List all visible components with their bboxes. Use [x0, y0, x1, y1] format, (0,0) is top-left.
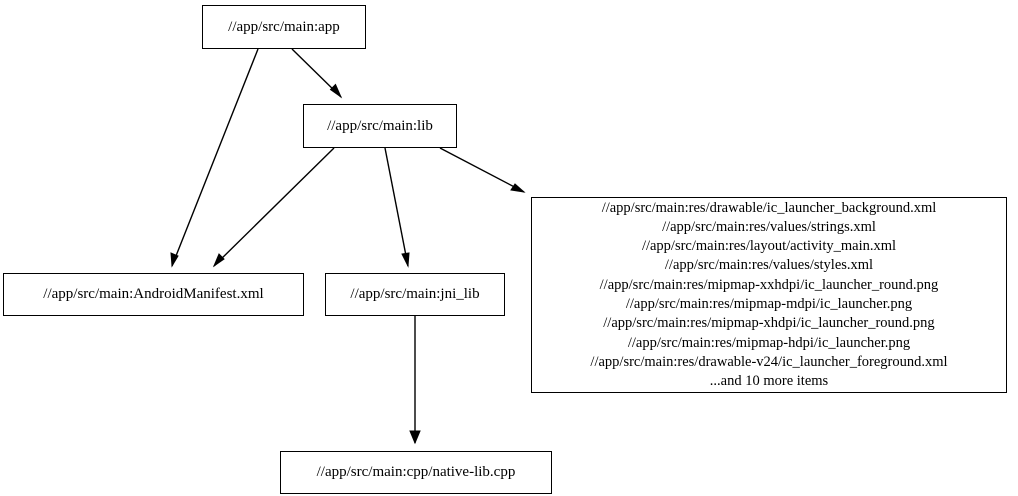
graph-edge-arrowhead: [170, 252, 179, 268]
graph-node-res-group[interactable]: //app/src/main:res/drawable/ic_launcher_…: [531, 197, 1007, 393]
graph-node-label: //app/src/main:lib: [327, 117, 433, 134]
graph-edge-arrowhead: [329, 83, 343, 99]
graph-edge: [384, 147, 410, 268]
graph-edge: [170, 48, 259, 268]
graph-node-app[interactable]: //app/src/main:app: [202, 5, 366, 49]
graph-edge-arrowhead: [409, 430, 421, 445]
graph-node-label: //app/src/main:jni_lib: [350, 286, 480, 302]
graph-node-label: //app/src/main:AndroidManifest.xml: [43, 286, 264, 302]
graph-edge: [409, 316, 421, 445]
graph-node-label: //app/src/main:app: [228, 18, 340, 35]
graph-edge: [291, 48, 343, 99]
graph-node-jni-lib[interactable]: //app/src/main:jni_lib: [325, 273, 505, 316]
graph-node-android-manifest[interactable]: //app/src/main:AndroidManifest.xml: [3, 273, 304, 316]
graph-node-label: //app/src/main:res/drawable/ic_launcher_…: [590, 199, 948, 390]
graph-node-label: //app/src/main:cpp/native-lib.cpp: [316, 464, 516, 480]
graph-node-native-lib-cpp[interactable]: //app/src/main:cpp/native-lib.cpp: [280, 451, 552, 494]
graph-edge: [439, 147, 526, 193]
graph-edge-arrowhead: [510, 183, 526, 193]
graph-edge-arrowhead: [401, 252, 410, 268]
graph-edge: [212, 147, 335, 268]
graph-node-lib[interactable]: //app/src/main:lib: [303, 104, 457, 148]
graph-edge-arrowhead: [212, 253, 225, 268]
